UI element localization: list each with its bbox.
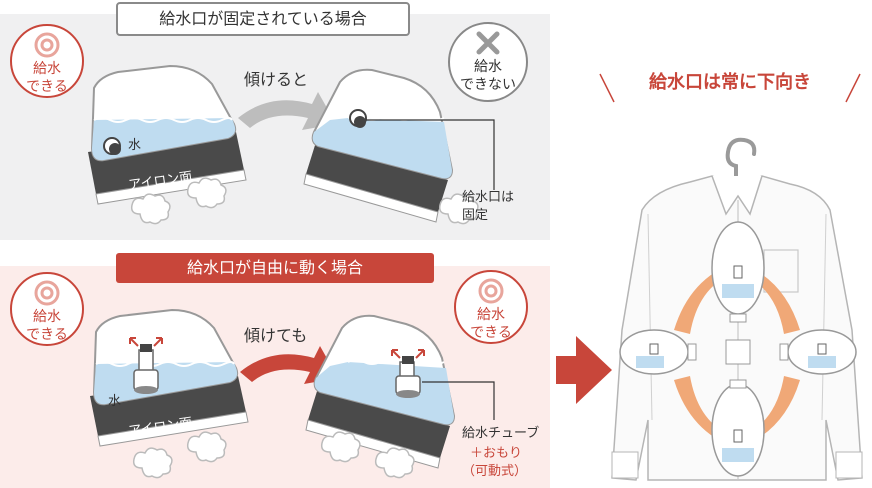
iron-tilted-fixed <box>303 68 495 223</box>
badge-can-fill-top: 給水 できる <box>10 24 84 98</box>
tube-callout-sub-1: ＋おもり <box>470 446 523 461</box>
always-downward-title: 給水口は常に下向き <box>649 72 811 93</box>
badge-line-2: できる <box>26 79 68 95</box>
badge-can-fill-bottom-right: 給水 できる <box>454 270 528 344</box>
badge-line-2: できる <box>26 327 68 343</box>
badge-line-1: 給水 <box>33 309 61 325</box>
badge-line-1: 給水 <box>477 307 505 323</box>
iron-upright-movable <box>90 308 249 447</box>
water-label-bottom: 水 <box>108 394 122 409</box>
iron-upright-fixed <box>88 64 247 205</box>
double-circle-icon <box>34 280 60 306</box>
water-label-top: 水 <box>128 138 142 153</box>
big-right-arrow <box>556 336 612 404</box>
badge-line-1: 給水 <box>33 61 61 77</box>
inlet-fixed-callout-1: 給水口は <box>462 190 515 205</box>
tilt-label-top: 傾けると <box>244 70 309 89</box>
orientation-bubbles <box>619 221 857 477</box>
tilt-arrow-gray <box>238 92 336 130</box>
movable-inlet-title: 給水口が自由に動く場合 <box>116 253 434 283</box>
badge-cannot-fill: 給水 できない <box>448 22 528 102</box>
double-circle-icon <box>478 278 504 304</box>
double-circle-icon <box>34 32 60 58</box>
badge-line-2: できる <box>470 325 512 341</box>
badge-line-2: できない <box>460 77 516 93</box>
tilt-label-bottom: 傾けても <box>244 326 308 345</box>
fixed-inlet-title: 給水口が固定されている場合 <box>116 2 410 36</box>
badge-line-1: 給水 <box>474 59 502 75</box>
tube-callout-sub-2: （可動式） <box>462 464 528 479</box>
inlet-fixed-callout-2: 固定 <box>462 208 489 223</box>
cross-icon <box>476 31 500 55</box>
shirt-illustration <box>611 137 863 481</box>
badge-can-fill-bottom-left: 給水 できる <box>10 272 84 346</box>
tilt-arrow-red <box>240 346 338 384</box>
tube-callout-main: 給水チューブ <box>462 426 540 441</box>
